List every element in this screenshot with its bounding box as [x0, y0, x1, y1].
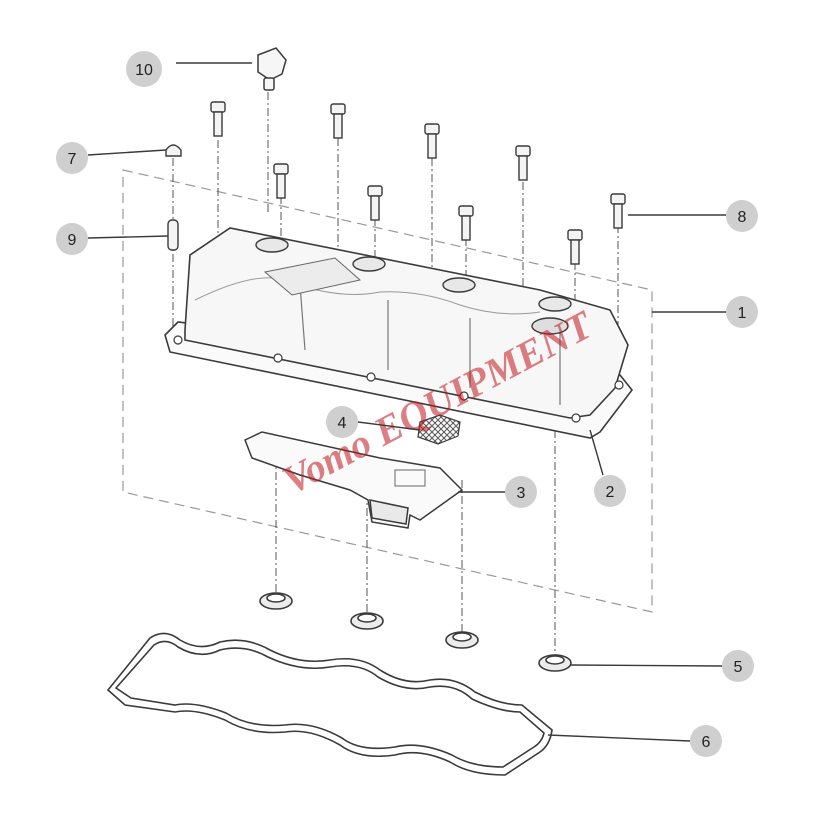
bolt	[610, 193, 626, 229]
callout-7: 7	[56, 142, 88, 174]
bolt-set	[210, 101, 626, 265]
callout-label: 9	[68, 232, 77, 249]
callout-circle	[326, 406, 358, 438]
callout-label: 7	[68, 151, 77, 168]
callout-label: 3	[517, 485, 526, 502]
bolt	[210, 101, 226, 137]
callout-circle	[505, 476, 537, 508]
leader-7	[87, 149, 167, 156]
leader-6	[547, 734, 691, 742]
callout-circle	[126, 51, 162, 87]
callout-10: 10	[126, 51, 162, 87]
cover-port	[255, 237, 572, 335]
breather-fitting	[257, 47, 287, 91]
leader-lines	[87, 62, 726, 742]
leader-4	[357, 421, 421, 431]
bolt	[273, 163, 289, 199]
callout-label: 4	[338, 415, 347, 432]
dowel-pin	[167, 219, 179, 251]
leader-2	[589, 429, 604, 476]
callout-8: 8	[726, 200, 758, 232]
callout-label: 10	[135, 62, 153, 79]
assembly-dashed-frame	[122, 169, 653, 613]
baffle-plate	[244, 431, 464, 529]
grommet-seal	[350, 612, 384, 630]
valve-cover	[164, 227, 634, 439]
leader-5	[570, 664, 723, 667]
cap-nut	[165, 144, 182, 157]
callout-1: 1	[726, 296, 758, 328]
callout-9: 9	[56, 223, 88, 255]
leader-9	[87, 235, 169, 239]
bolt	[367, 185, 383, 221]
callout-label: 1	[738, 305, 747, 322]
callout-6: 6	[690, 725, 722, 757]
grommet-seal	[259, 592, 293, 610]
callout-3: 3	[505, 476, 537, 508]
callout-circle	[726, 296, 758, 328]
grommet-seal	[445, 631, 479, 649]
callout-label: 6	[702, 734, 711, 751]
mesh-filter	[417, 414, 461, 445]
bolt	[458, 205, 474, 241]
assembly-axes	[172, 92, 619, 655]
grommet-seal-set	[259, 592, 572, 672]
callout-5: 5	[722, 650, 754, 682]
callout-2: 2	[594, 475, 626, 507]
callout-circle	[594, 475, 626, 507]
bolt	[330, 103, 346, 139]
callout-4: 4	[326, 406, 358, 438]
callout-circle	[726, 200, 758, 232]
callout-label: 5	[734, 659, 743, 676]
callout-circle	[56, 142, 88, 174]
callout-circle	[56, 223, 88, 255]
bolt	[424, 123, 440, 159]
cover-gasket	[106, 632, 553, 776]
callout-circle	[690, 725, 722, 757]
bolt	[515, 145, 531, 181]
callout-circle	[722, 650, 754, 682]
callout-label: 2	[606, 484, 615, 501]
flange-holes	[173, 335, 624, 423]
bolt	[567, 229, 583, 265]
grommet-seal	[538, 654, 572, 672]
callout-label: 8	[738, 209, 747, 226]
